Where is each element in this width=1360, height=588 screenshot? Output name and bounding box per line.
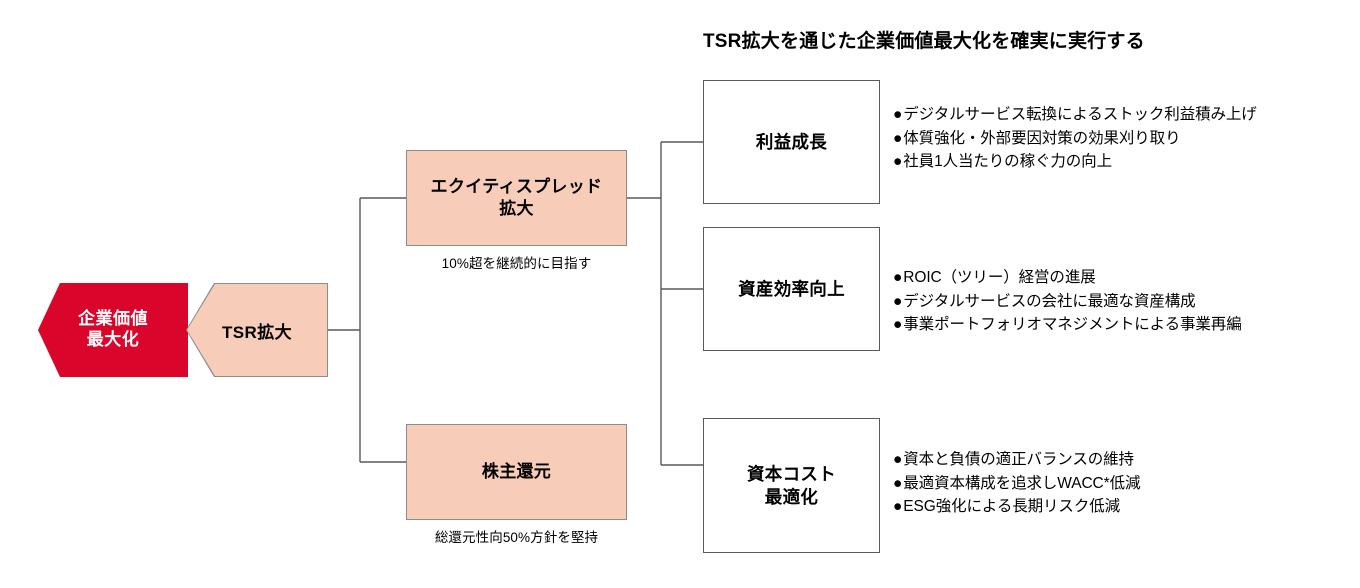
pillar-1-bullets: ●デジタルサービス転換によるストック利益積み上げ ●体質強化・外部要因対策の効果… xyxy=(893,103,1257,174)
pillar-3-line-1: 資本コスト xyxy=(747,463,836,484)
bullet-icon: ● xyxy=(893,451,903,468)
list-item: ●デジタルサービスの会社に最適な資産構成 xyxy=(893,290,1242,314)
list-item: ●ROIC（ツリー）経営の進展 xyxy=(893,266,1242,290)
pillar-2-line-1: 資産効率向上 xyxy=(738,278,845,299)
page-title: TSR拡大を通じた企業価値最大化を確実に実行する xyxy=(703,31,1145,52)
bullet-icon: ● xyxy=(893,498,903,516)
list-item: ●最適資本構成を追求しWACC*低減 xyxy=(893,472,1140,496)
tsr-chevron: TSR拡大 xyxy=(186,283,328,377)
list-item: ●デジタルサービス転換によるストック利益積み上げ xyxy=(893,103,1257,127)
bullet-icon: ● xyxy=(893,129,903,147)
pillar-box-asset-efficiency[interactable]: 資産効率向上 xyxy=(703,227,880,351)
bullet-icon: ● xyxy=(893,292,903,310)
tsr-chevron-fill xyxy=(187,284,327,376)
lever-1-caption: 10%超を継続的に目指す xyxy=(441,256,592,271)
goal-chevron: 企業価値 最大化 xyxy=(38,283,188,377)
pillar-1-line-1: 利益成長 xyxy=(755,131,828,152)
bullet-icon: ● xyxy=(893,316,903,334)
list-item: ●資本と負債の適正バランスの維持 xyxy=(893,448,1140,472)
bullet-icon: ● xyxy=(893,153,903,171)
lever-box-equity-spread[interactable]: エクイティスプレッド 拡大 xyxy=(406,150,627,246)
tsr-label: TSR拡大 xyxy=(222,322,292,342)
lever-1-line-2: 拡大 xyxy=(499,199,534,218)
bullet-icon: ● xyxy=(893,474,903,492)
goal-line-2: 最大化 xyxy=(86,330,140,349)
pillar-3-line-2: 最適化 xyxy=(764,486,819,507)
pillar-3-bullets: ●資本と負債の適正バランスの維持 ●最適資本構成を追求しWACC*低減 ●ESG… xyxy=(893,448,1140,519)
lever-2-caption: 総還元性向50%方針を堅持 xyxy=(434,530,599,545)
list-item: ●ESG強化による長期リスク低減 xyxy=(893,495,1140,519)
lever-box-shareholder-return[interactable]: 株主還元 xyxy=(406,424,627,520)
list-item: ●事業ポートフォリオマネジメントによる事業再編 xyxy=(893,313,1242,337)
pillar-box-profit-growth[interactable]: 利益成長 xyxy=(703,80,880,204)
list-item: ●体質強化・外部要因対策の効果刈り取り xyxy=(893,127,1257,151)
lever-2-line-1: 株主還元 xyxy=(481,462,552,482)
lever-1-line-1: エクイティスプレッド xyxy=(430,177,603,197)
bullet-icon: ● xyxy=(893,106,903,123)
list-item: ●社員1人当たりの稼ぐ力の向上 xyxy=(893,150,1257,174)
pillar-2-bullets: ●ROIC（ツリー）経営の進展 ●デジタルサービスの会社に最適な資産構成 ●事業… xyxy=(893,266,1242,337)
pillar-box-capital-cost[interactable]: 資本コスト 最適化 xyxy=(703,418,880,553)
bullet-icon: ● xyxy=(893,269,903,286)
goal-line-1: 企業価値 xyxy=(78,309,148,329)
